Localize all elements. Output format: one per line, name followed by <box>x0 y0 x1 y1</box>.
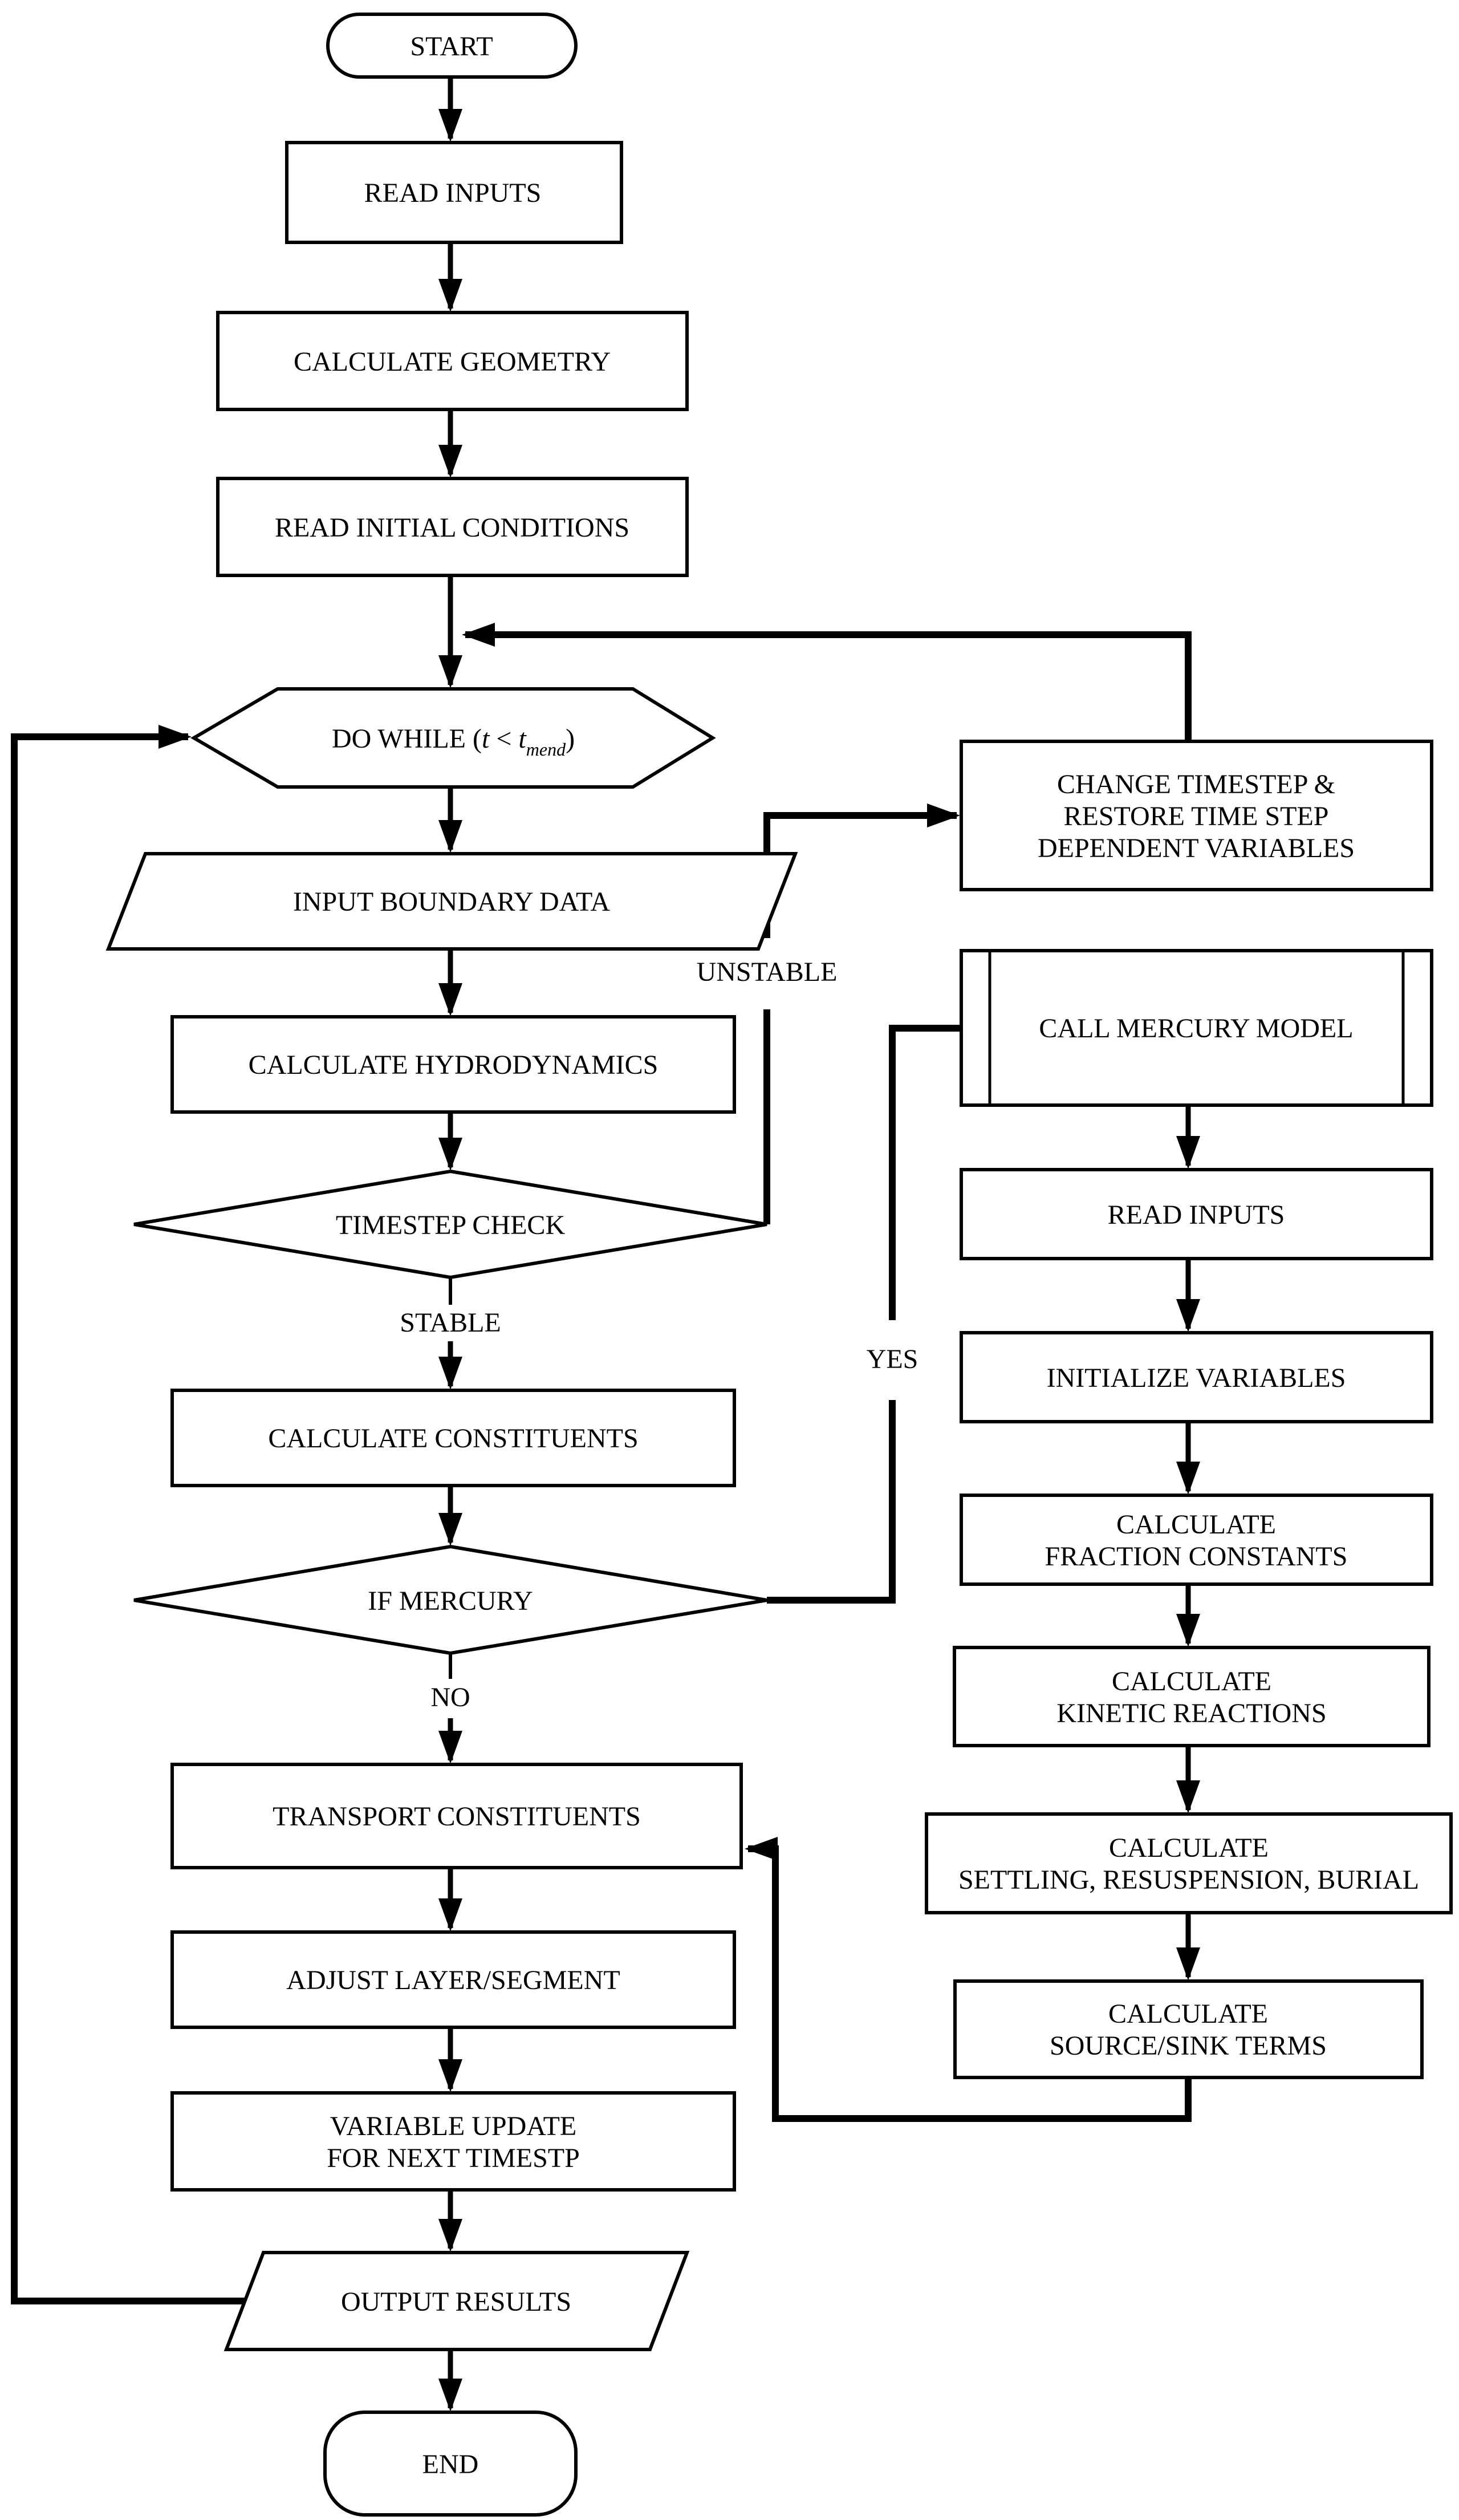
label-no: NO <box>430 1682 470 1713</box>
calculate-kinetic-line1: CALCULATE <box>1112 1666 1271 1697</box>
adjust-layer-segment-process <box>170 1930 736 2029</box>
change-timestep-process <box>960 740 1433 891</box>
node-timestep-check: TIMESTEP CHECK <box>133 1169 767 1280</box>
edge-yes-to-call-mercury <box>889 1025 960 1320</box>
node-do-while: DO WHILE (t < tmend) <box>190 687 716 789</box>
node-transport-constituents: TRANSPORT CONSTITUENTS <box>170 1763 743 1869</box>
node-variable-update: VARIABLE UPDATE FOR NEXT TIMESTP <box>170 2091 736 2192</box>
transport-constituents-label: TRANSPORT CONSTITUENTS <box>273 1801 641 1832</box>
calculate-kinetic-reactions-process <box>953 1646 1430 1747</box>
edge-source-sink-to-transport <box>745 1837 1192 2122</box>
node-read-inputs: READ INPUTS <box>285 141 623 244</box>
read-inputs-process <box>285 141 623 244</box>
calculate-fraction-line1: CALCULATE <box>1116 1509 1276 1540</box>
initialize-variables-label: INITIALIZE VARIABLES <box>1047 1363 1346 1393</box>
nodes: START READ INPUTS CALCULATE GEOMETRY REA… <box>105 13 1453 2517</box>
calculate-settling-line2: SETTLING, RESUSPENSION, BURIAL <box>958 1865 1419 1895</box>
start-label: START <box>410 31 493 62</box>
node-calculate-constituents: CALCULATE CONSTITUENTS <box>170 1389 736 1487</box>
calculate-kinetic-line2: KINETIC REACTIONS <box>1056 1698 1326 1728</box>
node-input-boundary-data: INPUT BOUNDARY DATA <box>105 852 798 951</box>
adjust-layer-segment-label: ADJUST LAYER/SEGMENT <box>286 1965 620 1995</box>
calculate-fraction-line2: FRACTION CONSTANTS <box>1045 1541 1348 1572</box>
variable-update-line2: FOR NEXT TIMESTP <box>327 2143 580 2173</box>
read-initial-conditions-label: READ INITIAL CONDITIONS <box>275 513 629 543</box>
edge-yes-lower <box>767 1400 896 1604</box>
initialize-variables-process <box>960 1331 1433 1423</box>
read-inputs-mercury-label: READ INPUTS <box>1108 1200 1285 1230</box>
variable-update-process <box>170 2091 736 2192</box>
calculate-constituents-label: CALCULATE CONSTITUENTS <box>268 1423 638 1454</box>
calculate-geometry-label: CALCULATE GEOMETRY <box>294 347 611 377</box>
node-read-inputs-mercury: READ INPUTS <box>960 1168 1433 1260</box>
node-initialize-variables: INITIALIZE VARIABLES <box>960 1331 1433 1423</box>
node-read-initial-conditions: READ INITIAL CONDITIONS <box>216 477 689 577</box>
end-terminator <box>323 2411 578 2517</box>
label-unstable: UNSTABLE <box>697 957 838 987</box>
node-adjust-layer-segment: ADJUST LAYER/SEGMENT <box>170 1930 736 2029</box>
node-calculate-kinetic-reactions: CALCULATE KINETIC REACTIONS <box>953 1646 1430 1747</box>
node-calculate-settling: CALCULATE SETTLING, RESUSPENSION, BURIAL <box>925 1812 1453 1914</box>
end-label: END <box>422 2449 479 2480</box>
calculate-hydrodynamics-label: CALCULATE HYDRODYNAMICS <box>249 1050 659 1080</box>
do-while-part-t1: t <box>482 724 490 754</box>
change-timestep-line1: CHANGE TIMESTEP & <box>1057 769 1335 800</box>
node-output-results: OUTPUT RESULTS <box>223 2251 690 2351</box>
start-terminator <box>326 13 578 79</box>
node-call-mercury-model: CALL MERCURY MODEL <box>960 949 1433 1107</box>
node-if-mercury: IF MERCURY <box>133 1544 767 1655</box>
change-timestep-line3: DEPENDENT VARIABLES <box>1038 833 1355 863</box>
if-mercury-label: IF MERCURY <box>368 1586 533 1616</box>
calculate-fraction-constants-process <box>960 1494 1433 1586</box>
edge-output-feedback-to-do-while <box>11 725 245 2304</box>
calculate-source-sink-line1: CALCULATE <box>1108 1999 1268 2029</box>
node-calculate-hydrodynamics: CALCULATE HYDRODYNAMICS <box>170 1015 736 1114</box>
timestep-check-label: TIMESTEP CHECK <box>336 1210 566 1240</box>
edge-labels: UNSTABLE STABLE YES NO <box>400 957 918 1713</box>
variable-update-line1: VARIABLE UPDATE <box>330 2111 576 2141</box>
transport-constituents-process <box>170 1763 743 1869</box>
do-while-part-t2: t <box>518 724 527 754</box>
calculate-geometry-process <box>216 311 689 411</box>
node-change-timestep: CHANGE TIMESTEP & RESTORE TIME STEP DEPE… <box>960 740 1433 891</box>
call-mercury-model-subroutine <box>960 949 1433 1107</box>
node-calculate-geometry: CALCULATE GEOMETRY <box>216 311 689 411</box>
call-mercury-model-label: CALL MERCURY MODEL <box>1039 1013 1353 1044</box>
read-initial-conditions-process <box>216 477 689 577</box>
edge-unstable-to-change-timestep <box>763 804 960 938</box>
if-mercury-decision <box>133 1544 767 1655</box>
do-while-part-0: DO WHILE ( <box>332 724 482 754</box>
output-results-io <box>223 2251 690 2351</box>
do-while-label: DO WHILE (t < tmend) <box>332 724 575 760</box>
label-yes: YES <box>867 1344 919 1374</box>
input-boundary-data-io <box>105 852 798 951</box>
do-while-loop-hexagon <box>190 687 716 789</box>
calculate-settling-process <box>925 1812 1453 1914</box>
do-while-part-subscript: mend <box>526 739 566 760</box>
node-calculate-source-sink: CALCULATE SOURCE/SINK TERMS <box>953 1979 1424 2079</box>
node-end: END <box>323 2411 578 2517</box>
edges <box>11 78 1200 2412</box>
read-inputs-label: READ INPUTS <box>364 178 542 208</box>
calculate-source-sink-line2: SOURCE/SINK TERMS <box>1050 2031 1327 2061</box>
label-stable: STABLE <box>400 1308 501 1338</box>
output-results-label: OUTPUT RESULTS <box>341 2287 571 2317</box>
calculate-source-sink-process <box>953 1979 1424 2079</box>
edge-change-timestep-return-loop <box>462 623 1192 741</box>
node-calculate-fraction-constants: CALCULATE FRACTION CONSTANTS <box>960 1494 1433 1586</box>
do-while-part-lt: < <box>489 724 518 754</box>
timestep-check-decision <box>133 1169 767 1280</box>
calculate-settling-line1: CALCULATE <box>1109 1833 1269 1863</box>
input-boundary-data-label: INPUT BOUNDARY DATA <box>293 887 611 917</box>
read-inputs-mercury-process <box>960 1168 1433 1260</box>
calculate-hydrodynamics-process <box>170 1015 736 1114</box>
change-timestep-line2: RESTORE TIME STEP <box>1064 801 1329 831</box>
calculate-constituents-process <box>170 1389 736 1487</box>
do-while-part-close: ) <box>566 724 575 754</box>
node-start: START <box>326 13 578 79</box>
